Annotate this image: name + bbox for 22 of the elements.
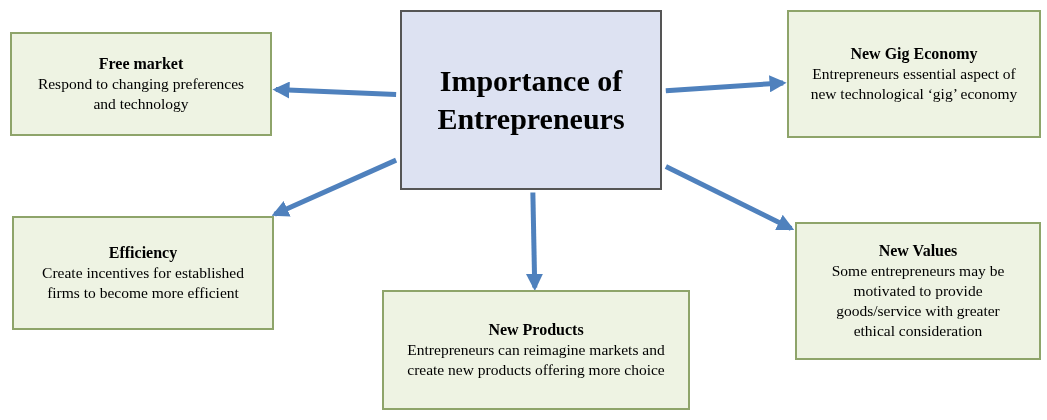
heading-text: New Gig Economy: [850, 44, 978, 64]
heading-text: New Products: [488, 320, 584, 340]
arrow: [272, 81, 397, 99]
topic-box: [12, 216, 274, 330]
topic-box: [795, 222, 1041, 360]
arrow: [665, 75, 787, 94]
heading-text: New Values: [878, 241, 958, 261]
topic-box: [10, 32, 272, 136]
arrow: [271, 157, 398, 217]
arrow: [664, 164, 795, 231]
body-text: Respond to changing preferences and technology: [36, 74, 246, 114]
heading-text: Efficiency: [108, 243, 178, 263]
topic-box: [382, 290, 690, 410]
title-box: [400, 10, 662, 190]
heading-text: Free market: [98, 54, 184, 74]
arrow: [526, 192, 543, 291]
body-text: Entrepreneurs can reimagine markets and create new products offering more choice: [406, 340, 666, 380]
body-text: Entrepreneurs essential aspect of new technological ‘gig’ economy: [809, 64, 1019, 104]
body-text: Create incentives for established firms to become more efficient: [41, 263, 245, 303]
title-text: Importance of Entrepreneurs: [436, 63, 626, 137]
body-text: Some entrepreneurs may be motivated to provide goods/service with greater ethical consideration: [830, 261, 1006, 341]
topic-box: [787, 10, 1041, 138]
